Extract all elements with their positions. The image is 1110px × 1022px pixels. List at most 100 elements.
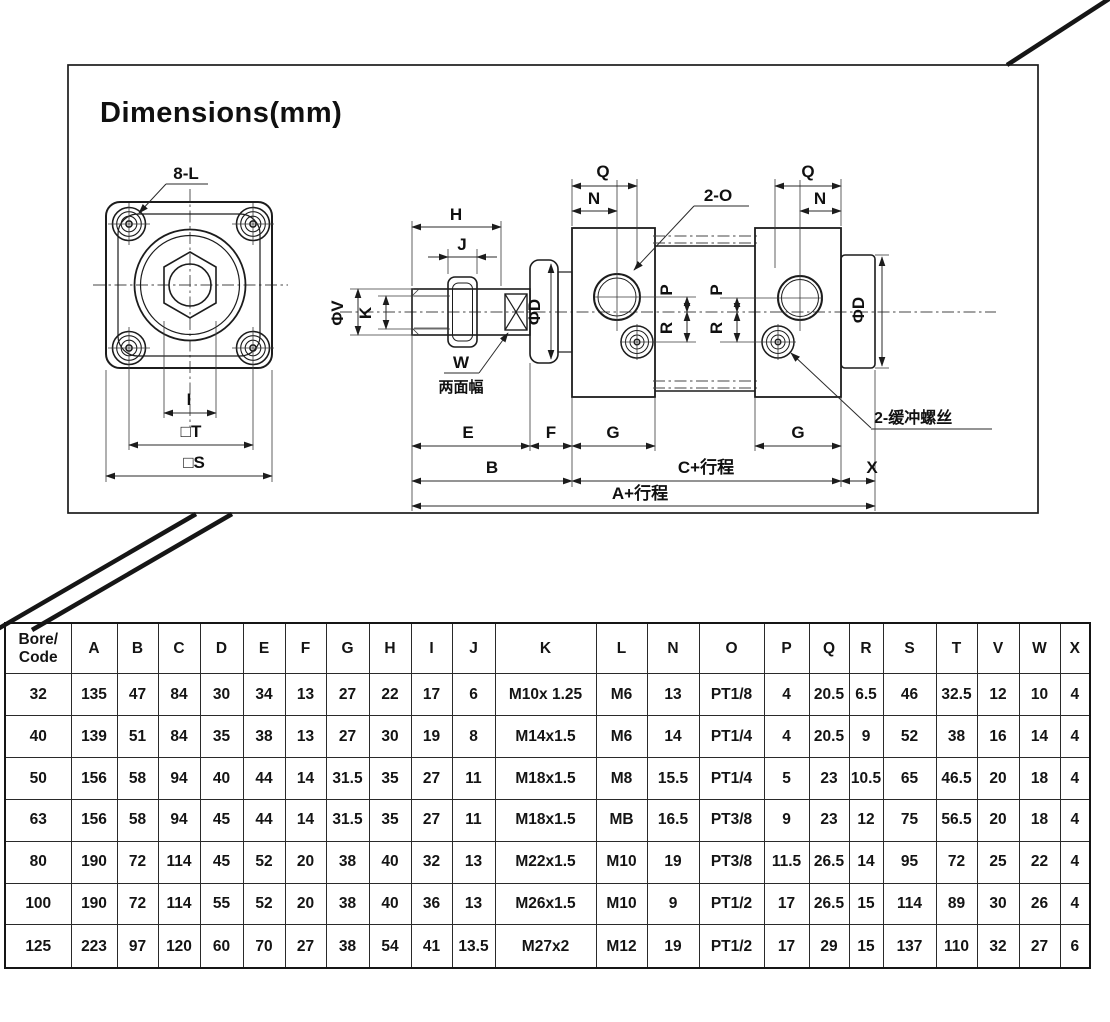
cell: 6.5 <box>848 673 884 716</box>
cell: 4 <box>1059 798 1091 842</box>
cell: M18x1.5 <box>494 756 597 800</box>
cell: 38 <box>325 840 370 884</box>
column-header-t: T <box>935 622 978 674</box>
cell: 15 <box>848 882 884 926</box>
column-header-a: A <box>70 622 118 674</box>
flange-outline <box>105 201 273 369</box>
cell: 51 <box>116 714 159 758</box>
dim-f: F <box>529 423 573 450</box>
dim-q-cap: Q N <box>774 162 842 268</box>
cell: 47 <box>116 673 159 716</box>
cell: 38 <box>935 714 978 758</box>
flange-inner-profile <box>117 213 261 357</box>
cell: 63 <box>4 798 72 842</box>
cell: 26.5 <box>808 840 850 884</box>
cell: 25 <box>976 840 1020 884</box>
cell: 19 <box>646 924 700 969</box>
dim-j: J <box>428 235 497 274</box>
cell: 32 <box>4 673 72 716</box>
cell: 50 <box>4 756 72 800</box>
cell: 45 <box>199 840 244 884</box>
cell: 30 <box>976 882 1020 926</box>
cell: 20 <box>976 798 1020 842</box>
cell: M6 <box>595 714 648 758</box>
column-header-r: R <box>848 622 884 674</box>
cell: PT1/4 <box>698 756 765 800</box>
cell: 12 <box>976 673 1020 716</box>
cell: 32.5 <box>935 673 978 716</box>
cell: 97 <box>116 924 159 969</box>
column-header-e: E <box>242 622 286 674</box>
dim-x: X <box>840 458 878 485</box>
cell: 16.5 <box>646 798 700 842</box>
cell: 14 <box>284 798 327 842</box>
column-header-x: X <box>1059 622 1091 674</box>
column-header-q: Q <box>808 622 850 674</box>
cell: M12 <box>595 924 648 969</box>
head-port <box>593 180 696 331</box>
cell: 6 <box>451 673 496 716</box>
svg-text:J: J <box>457 235 466 254</box>
cell: M26x1.5 <box>494 882 597 926</box>
cell: 20 <box>284 882 327 926</box>
dim-d-cap: ΦD <box>849 254 889 369</box>
cell: 44 <box>242 756 286 800</box>
dim-pr-head: P R <box>657 284 691 343</box>
svg-text:R: R <box>657 322 676 334</box>
cell: 31.5 <box>325 756 370 800</box>
dim-h: H <box>411 205 502 286</box>
svg-text:W: W <box>453 353 470 372</box>
rod-cover-dia-label: ΦD <box>525 299 544 325</box>
dim-g-cap: G <box>754 423 842 450</box>
cell: 20 <box>284 840 327 884</box>
cell: 31.5 <box>325 798 370 842</box>
cell: 84 <box>157 714 201 758</box>
cell: 65 <box>882 756 937 800</box>
svg-text:R: R <box>707 322 726 334</box>
cell: 38 <box>325 924 370 969</box>
drawing-frame <box>67 64 1039 514</box>
cell: 56.5 <box>935 798 978 842</box>
cell: 29 <box>808 924 850 969</box>
cell: 18 <box>1018 756 1061 800</box>
svg-text:P: P <box>657 284 676 295</box>
column-header-j: J <box>451 622 496 674</box>
column-header-p: P <box>763 622 810 674</box>
column-header-c: C <box>157 622 201 674</box>
rod-nut-facet <box>452 282 473 342</box>
cell: 72 <box>116 840 159 884</box>
cell: 110 <box>935 924 978 969</box>
column-header-d: D <box>199 622 244 674</box>
dim-g-head: G <box>571 423 656 450</box>
cell: 58 <box>116 756 159 800</box>
cell: MB <box>595 798 648 842</box>
cell: 156 <box>70 756 118 800</box>
column-header-h: H <box>368 622 412 674</box>
column-header-bore-code: Bore/Code <box>4 622 72 674</box>
svg-text:F: F <box>546 423 556 442</box>
cell: M10 <box>595 882 648 926</box>
cell: 18 <box>1018 798 1061 842</box>
cell: 12 <box>848 798 884 842</box>
cell: 40 <box>368 840 412 884</box>
cell: 41 <box>410 924 453 969</box>
cell: PT1/2 <box>698 882 765 926</box>
column-header-f: F <box>284 622 327 674</box>
svg-text:G: G <box>791 423 804 442</box>
cell: M8 <box>595 756 648 800</box>
cell: 17 <box>763 882 810 926</box>
side-section-view: ΦD <box>328 162 996 511</box>
cell: 19 <box>410 714 453 758</box>
cell: 38 <box>325 882 370 926</box>
cell: 23 <box>808 756 850 800</box>
svg-text:G: G <box>606 423 619 442</box>
cell: PT3/8 <box>698 798 765 842</box>
cell: M10x 1.25 <box>494 673 597 716</box>
piston-rod-circle <box>168 263 212 307</box>
svg-text:□T: □T <box>181 422 202 441</box>
wrench-flats-box <box>504 293 528 331</box>
cell: 40 <box>368 882 412 926</box>
